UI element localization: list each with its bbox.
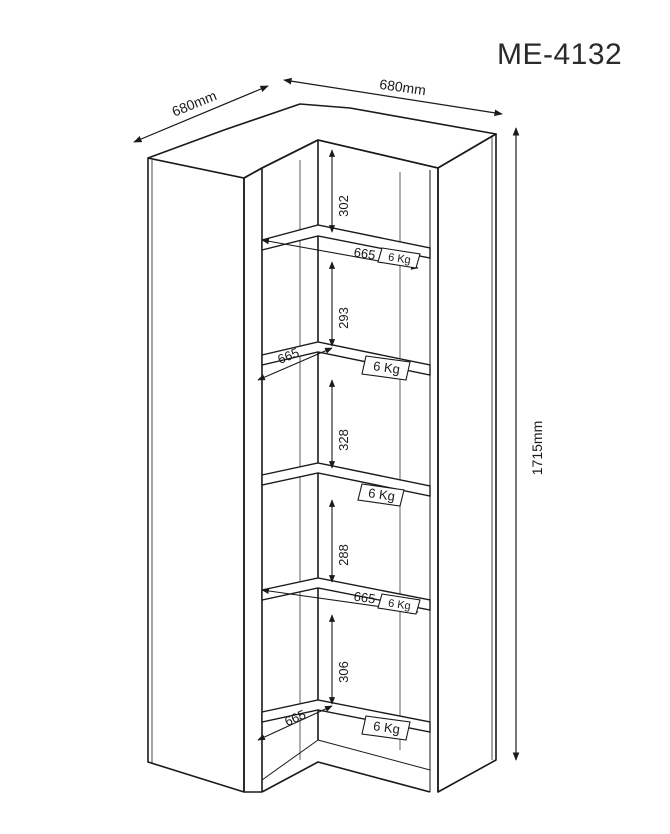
compartment-2-height: 293 — [336, 307, 351, 329]
shelf-4-depth: 665 — [353, 589, 377, 607]
shelf-3 — [261, 462, 431, 497]
compartment-3-height: 328 — [336, 429, 351, 451]
compartment-5-height: 306 — [336, 661, 351, 683]
overall-dimensions — [133, 77, 520, 761]
height-label: 1715mm — [529, 421, 545, 475]
shelf-4-load-badge — [377, 593, 421, 615]
compartment-4-height: 288 — [336, 544, 351, 566]
shelf-5-depth-arrow — [257, 705, 333, 741]
cabinet-outline — [147, 103, 497, 793]
load-badges — [357, 247, 421, 741]
shelf-1-load: 6 Kg — [387, 252, 411, 267]
shelf-3-load-badge — [357, 483, 405, 507]
width-dimension-line — [283, 77, 503, 117]
shelf-3-load: 6 Kg — [367, 485, 396, 504]
shelf-5-load-badge — [361, 715, 411, 741]
shelf-1-depth: 665 — [353, 244, 377, 262]
shelf-2-load: 6 Kg — [372, 358, 401, 377]
depth-dimension-line — [133, 85, 269, 143]
shelf-2-depth-arrow — [257, 347, 333, 381]
depth-label: 680mm — [169, 87, 218, 119]
shelf-4-load: 6 Kg — [387, 598, 411, 613]
shelves — [261, 224, 431, 733]
shelf-1-load-badge — [377, 247, 421, 269]
shelf-5-load: 6 Kg — [372, 718, 401, 737]
model-code: ME-4132 — [497, 38, 623, 71]
shelf-2-load-badge — [361, 355, 411, 381]
compartment-1-height: 302 — [336, 195, 351, 217]
width-label: 680mm — [378, 76, 426, 98]
